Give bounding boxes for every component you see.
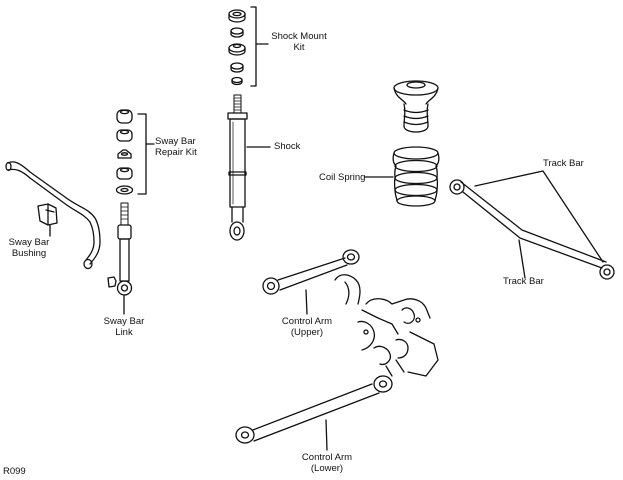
label-sway-bar-repair-kit-line2: Repair Kit [155, 147, 197, 158]
label-control-arm-lower-line1: Control Arm [301, 452, 353, 463]
label-track-bar-bottom-text: Track Bar [503, 276, 544, 287]
label-control-arm-upper-line1: Control Arm [281, 316, 333, 327]
label-sway-bar-link-line2: Link [115, 327, 133, 338]
label-sway-bar-bushing: Sway Bar Bushing [6, 237, 52, 259]
label-shock: Shock [274, 141, 300, 152]
label-shock-text: Shock [274, 141, 301, 152]
label-shock-mount-kit-line2: Kit [293, 42, 305, 53]
label-control-arm-lower-line2: (Lower) [310, 463, 344, 474]
label-track-bar-bottom: Track Bar [503, 276, 544, 287]
shock-mount-kit-parts [228, 9, 246, 86]
label-coil-spring: Coil Spring [319, 172, 365, 183]
sway-bar-link-part [107, 202, 133, 296]
label-sway-bar-bushing-line1: Sway Bar [8, 237, 50, 248]
shock-part [227, 94, 248, 241]
track-bar-part [449, 179, 615, 280]
label-shock-mount-kit-line1: Shock Mount [271, 31, 327, 42]
sway-bar-part [5, 161, 101, 270]
label-coil-spring-text: Coil Spring [319, 172, 366, 183]
label-sway-bar-link-line1: Sway Bar [103, 316, 145, 327]
shock-mount-kit-bracket [250, 6, 257, 87]
figure-code: R099 [3, 466, 26, 477]
sway-bar-bushing-part [37, 203, 58, 226]
label-track-bar-top-text: Track Bar [543, 158, 584, 169]
label-sway-bar-repair-kit-line1: Sway Bar [155, 136, 196, 147]
sway-bar-repair-kit-bracket [137, 113, 147, 195]
control-arm-upper-part [262, 249, 360, 295]
control-arm-upper-leader [305, 289, 308, 315]
sway-bar-repair-kit-parts [115, 109, 134, 195]
control-arm-lower-leader [325, 419, 328, 451]
label-sway-bar-repair-kit: Sway Bar Repair Kit [155, 136, 197, 158]
label-control-arm-lower: Control Arm (Lower) [295, 452, 359, 474]
label-control-arm-upper: Control Arm (Upper) [275, 316, 339, 338]
label-sway-bar-bushing-line2: Bushing [11, 248, 47, 259]
label-control-arm-upper-line2: (Upper) [290, 327, 324, 338]
coil-spring-part [392, 80, 440, 207]
label-sway-bar-link: Sway Bar Link [100, 316, 148, 338]
track-bar-lower-leader [518, 239, 526, 279]
axle-bracket-part [334, 274, 439, 377]
track-bar-leaders [474, 170, 604, 263]
label-track-bar-top: Track Bar [543, 158, 584, 169]
label-shock-mount-kit: Shock Mount Kit [263, 31, 335, 53]
control-arm-lower-part [235, 375, 393, 444]
figure-code-text: R099 [3, 466, 26, 477]
